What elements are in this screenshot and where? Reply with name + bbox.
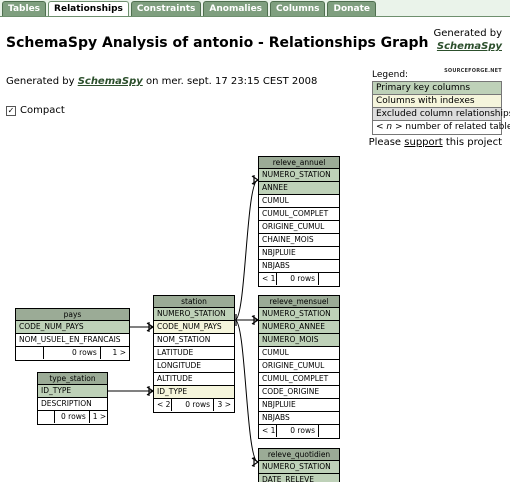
- table-type-station[interactable]: type_station ID_TYPE DESCRIPTION 0 rows …: [37, 372, 108, 425]
- parents-count: < 1: [259, 273, 277, 285]
- column-row[interactable]: CHAINE_MOIS: [259, 234, 339, 247]
- children-count: [319, 273, 339, 285]
- tab-relationships[interactable]: Relationships: [48, 1, 129, 16]
- parents-count: [38, 411, 56, 423]
- tab-donate[interactable]: Donate: [327, 1, 377, 16]
- table-header[interactable]: releve_annuel: [259, 157, 339, 169]
- column-row[interactable]: NUMERO_STATION: [259, 308, 339, 321]
- column-row[interactable]: NUMERO_STATION: [154, 308, 234, 321]
- table-header[interactable]: releve_quotidien: [259, 449, 339, 461]
- support-link[interactable]: support: [404, 137, 443, 148]
- table-header[interactable]: type_station: [38, 373, 107, 385]
- legend-excluded: Excluded column relationships: [373, 108, 510, 121]
- row-count: 0 rows: [277, 425, 319, 437]
- column-row[interactable]: NOM_STATION: [154, 334, 234, 347]
- column-row[interactable]: ALTITUDE: [154, 373, 234, 386]
- row-count: 0 rows: [55, 411, 90, 423]
- generated-line: Generated by SchemaSpy on mer. sept. 17 …: [6, 76, 317, 87]
- column-row[interactable]: ANNEE: [259, 182, 339, 195]
- column-row[interactable]: NOM_USUEL_EN_FRANCAIS: [16, 334, 129, 347]
- compact-checkbox[interactable]: ✓: [6, 105, 16, 116]
- schemaspy-header-link[interactable]: SchemaSpy: [436, 41, 502, 52]
- parents-count: [16, 347, 45, 359]
- column-row[interactable]: NBJPLUIE: [259, 399, 339, 412]
- table-releve-mensuel[interactable]: releve_mensuel NUMERO_STATION NUMERO_ANN…: [258, 295, 340, 439]
- generated-prefix: Generated by: [6, 76, 75, 87]
- parents-count: < 2: [154, 399, 172, 411]
- table-footer: < 1 0 rows: [259, 425, 339, 438]
- column-row[interactable]: ID_TYPE: [38, 385, 107, 398]
- schemaspy-link[interactable]: SchemaSpy: [77, 76, 143, 87]
- column-row[interactable]: NUMERO_STATION: [259, 461, 339, 474]
- column-row[interactable]: NBJABS: [259, 260, 339, 273]
- legend-related-count: < n > number of related tables: [373, 121, 510, 134]
- children-count: 3 >: [217, 400, 231, 409]
- column-row[interactable]: CODE_NUM_PAYS: [16, 321, 129, 334]
- legend-primary-key: Primary key columns: [373, 82, 501, 95]
- sourceforge-logo[interactable]: SOURCEFORGE.NET: [444, 68, 502, 74]
- legend-title: Legend:: [372, 70, 409, 80]
- column-row[interactable]: LONGITUDE: [154, 360, 234, 373]
- table-station[interactable]: station NUMERO_STATION CODE_NUM_PAYS NOM…: [153, 295, 235, 413]
- table-footer: < 2 0 rows 3 >: [154, 399, 234, 412]
- column-row[interactable]: CUMUL: [259, 195, 339, 208]
- column-row[interactable]: CUMUL_COMPLET: [259, 208, 339, 221]
- tab-tables[interactable]: Tables: [2, 1, 47, 16]
- tab-columns[interactable]: Columns: [270, 1, 326, 16]
- column-row[interactable]: DESCRIPTION: [38, 398, 107, 411]
- rel-station-annuel: [234, 179, 259, 321]
- column-row[interactable]: CUMUL: [259, 347, 339, 360]
- table-footer: 0 rows 1 >: [16, 347, 129, 360]
- column-row[interactable]: NBJABS: [259, 412, 339, 425]
- tab-bar: Tables Relationships Constraints Anomali…: [0, 0, 510, 17]
- rel-station-quotidien: [234, 319, 259, 463]
- children-count: [319, 425, 339, 437]
- column-row[interactable]: ORIGINE_CUMUL: [259, 221, 339, 234]
- tab-anomalies[interactable]: Anomalies: [203, 1, 269, 16]
- legend-indexes: Columns with indexes: [373, 95, 501, 108]
- compact-option[interactable]: ✓ Compact: [6, 105, 65, 116]
- column-row[interactable]: CUMUL_COMPLET: [259, 373, 339, 386]
- compact-label: Compact: [20, 105, 65, 116]
- column-row[interactable]: ID_TYPE: [154, 386, 234, 399]
- parents-count: < 1: [259, 425, 277, 437]
- support-line: Please support this project: [368, 137, 502, 148]
- table-header[interactable]: releve_mensuel: [259, 296, 339, 308]
- legend: Primary key columns Columns with indexes…: [372, 81, 510, 135]
- table-header[interactable]: station: [154, 296, 234, 308]
- table-footer: 0 rows 1 >: [38, 411, 107, 424]
- table-releve-quotidien[interactable]: releve_quotidien NUMERO_STATION DATE_REL…: [258, 448, 340, 482]
- tab-constraints[interactable]: Constraints: [130, 1, 202, 16]
- children-count: 1 >: [92, 412, 107, 421]
- generated-by-header: Generated by SchemaSpy: [434, 27, 503, 53]
- table-pays[interactable]: pays CODE_NUM_PAYS NOM_USUEL_EN_FRANCAIS…: [15, 308, 130, 361]
- column-row[interactable]: ORIGINE_CUMUL: [259, 360, 339, 373]
- column-row[interactable]: NUMERO_MOIS: [259, 334, 339, 347]
- generated-by-label: Generated by: [433, 28, 503, 39]
- column-row[interactable]: LATITUDE: [154, 347, 234, 360]
- table-header[interactable]: pays: [16, 309, 129, 321]
- column-row[interactable]: DATE_RELEVE: [259, 474, 339, 482]
- page-title: SchemaSpy Analysis of antonio - Relation…: [6, 35, 429, 51]
- children-count: 1 >: [112, 348, 126, 357]
- row-count: 0 rows: [44, 347, 101, 359]
- column-row[interactable]: NBJPLUIE: [259, 247, 339, 260]
- row-count: 0 rows: [277, 273, 319, 285]
- column-row[interactable]: CODE_ORIGINE: [259, 386, 339, 399]
- column-row[interactable]: NUMERO_ANNEE: [259, 321, 339, 334]
- column-row[interactable]: CODE_NUM_PAYS: [154, 321, 234, 334]
- table-releve-annuel[interactable]: releve_annuel NUMERO_STATION ANNEE CUMUL…: [258, 156, 340, 287]
- generated-date: on mer. sept. 17 23:15 CEST 2008: [145, 76, 318, 87]
- row-count: 0 rows: [172, 399, 214, 411]
- column-row[interactable]: NUMERO_STATION: [259, 169, 339, 182]
- table-footer: < 1 0 rows: [259, 273, 339, 286]
